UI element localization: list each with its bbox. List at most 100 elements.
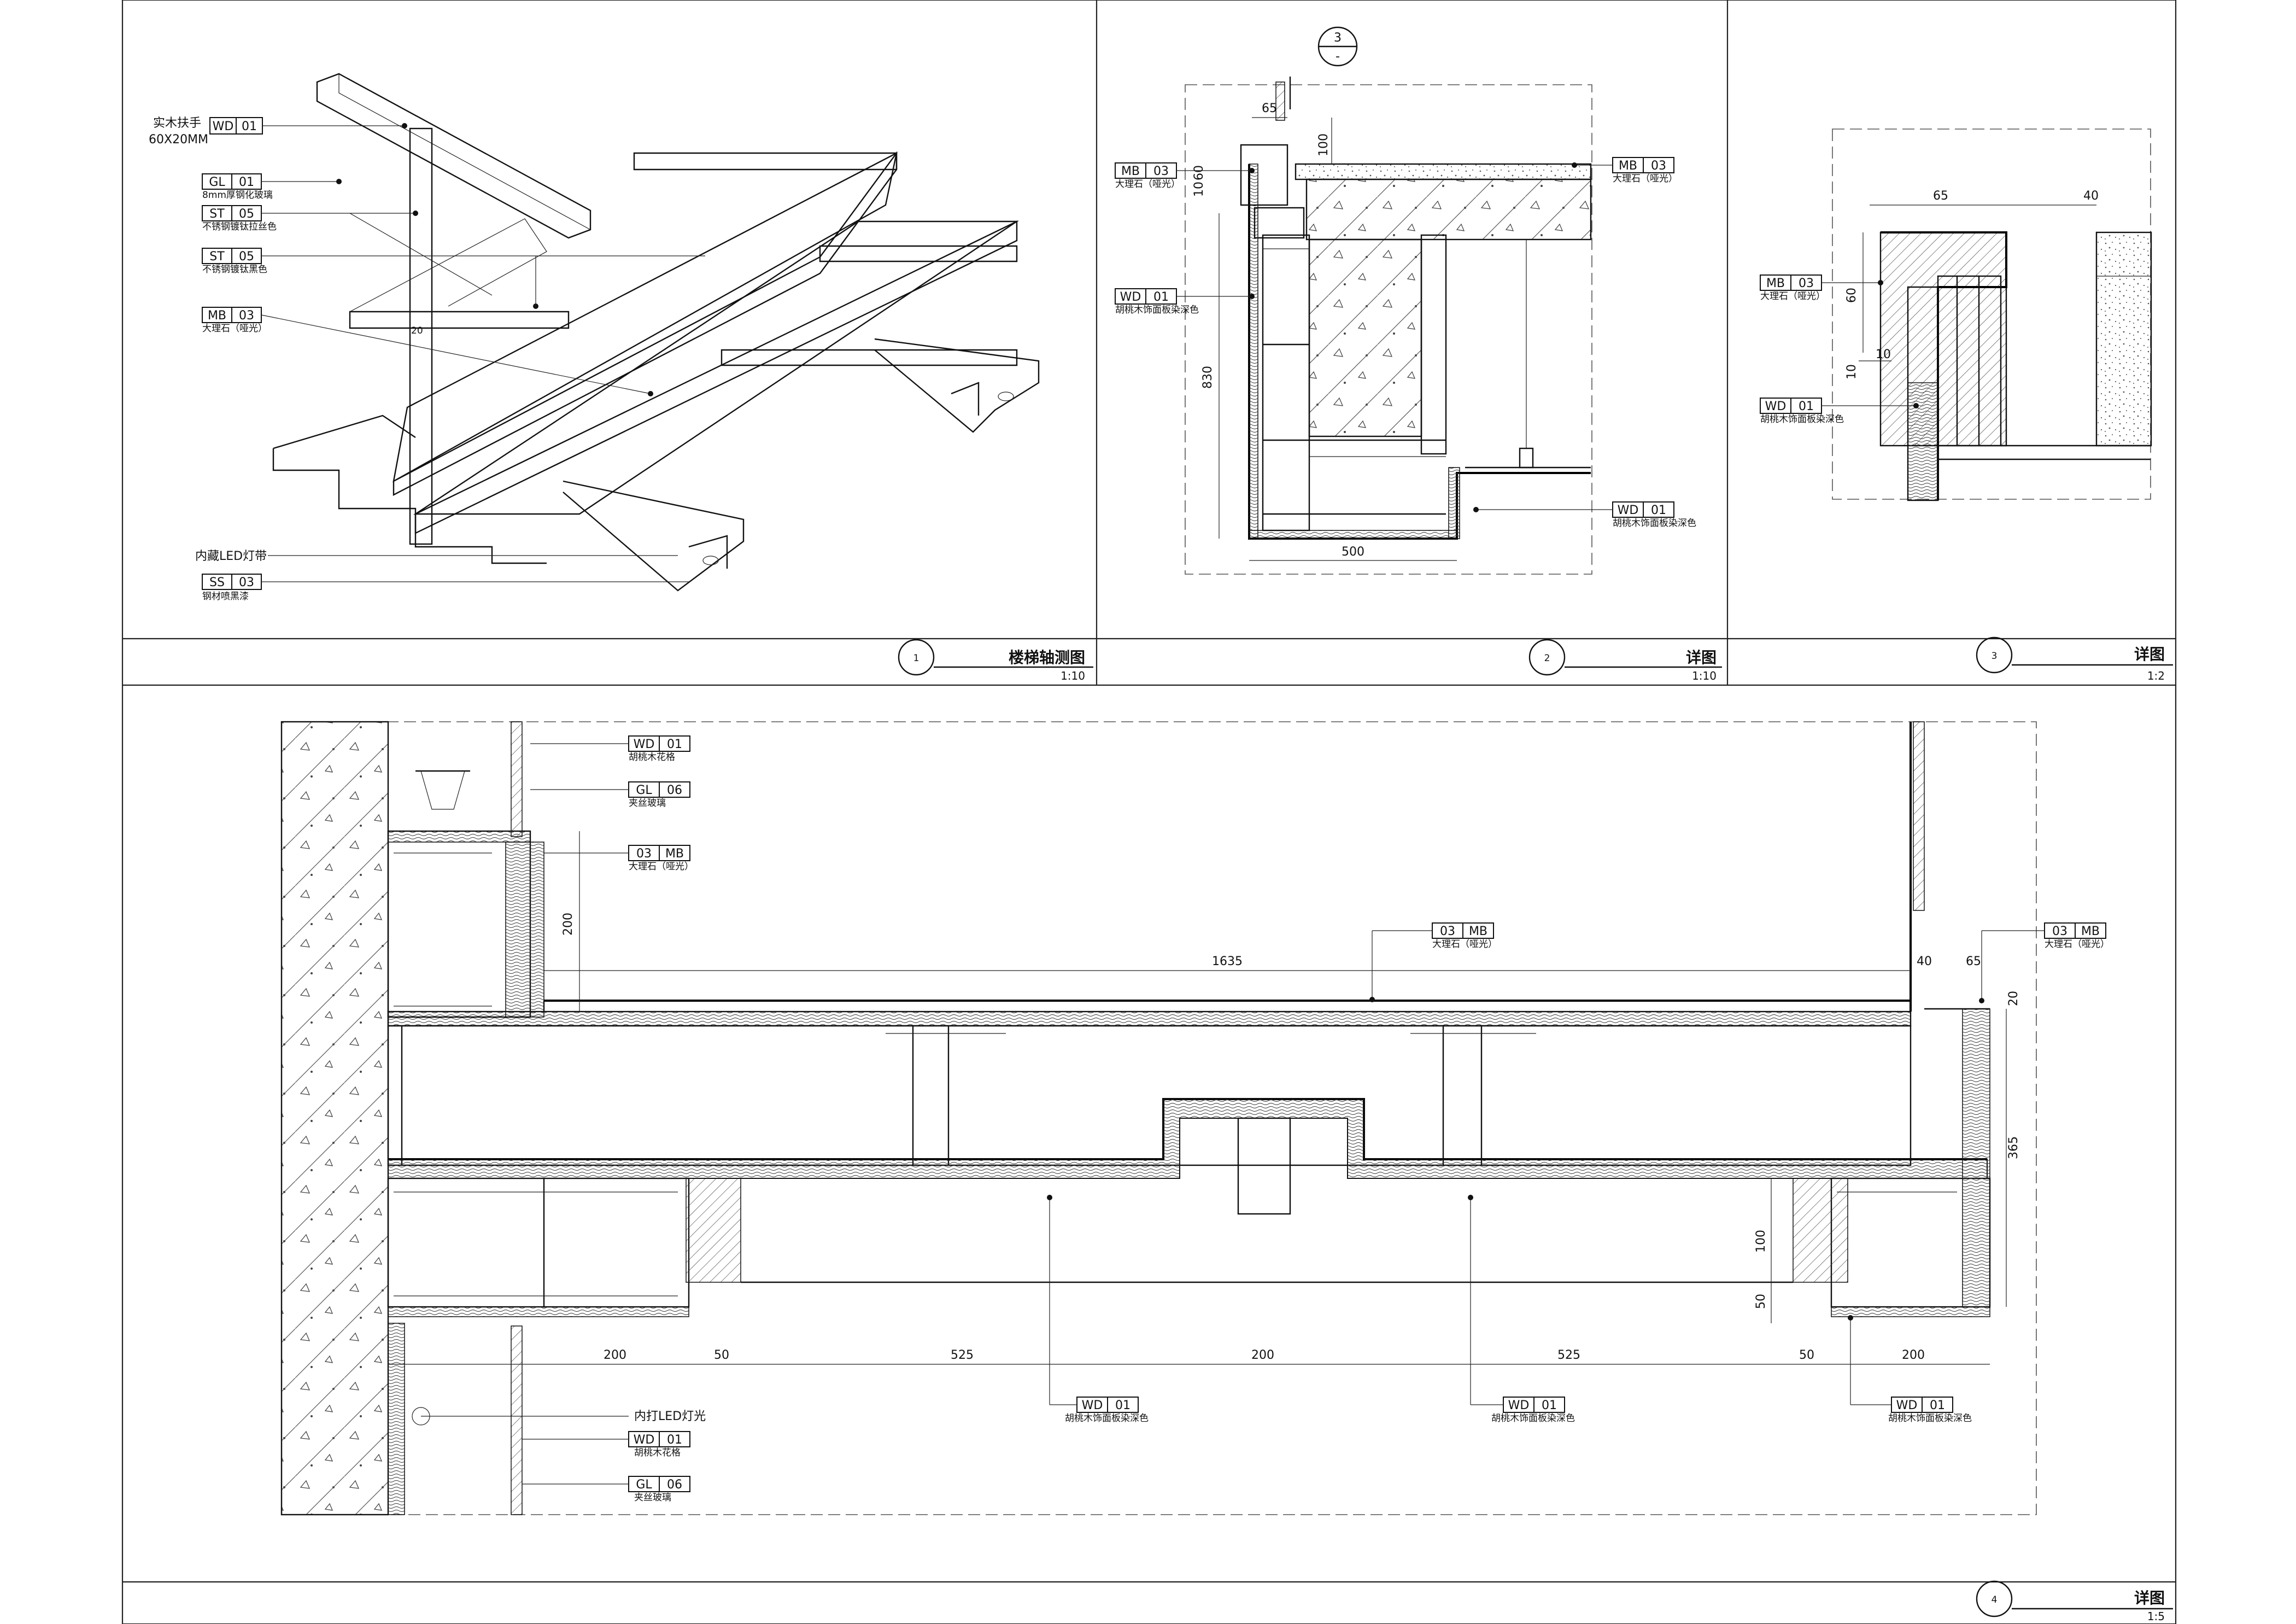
- svg-text:WD: WD: [1765, 400, 1787, 413]
- svg-text:01: 01: [1930, 1399, 1945, 1412]
- detail-4: 200 1635 40 65 20 365 100 50 200 50 525 …: [280, 721, 2110, 1516]
- svg-text:40: 40: [1917, 955, 1932, 968]
- dim-label: 200: [604, 1348, 626, 1362]
- svg-text:60: 60: [1845, 288, 1859, 303]
- svg-text:03: 03: [2052, 925, 2067, 938]
- svg-text:大理石（哑光）: 大理石（哑光）: [629, 861, 694, 872]
- svg-text:05: 05: [239, 207, 254, 221]
- svg-text:WD: WD: [634, 1433, 655, 1447]
- panel-number: 2: [1544, 653, 1550, 664]
- svg-text:WD: WD: [1618, 504, 1639, 517]
- title-block-1: 1 楼梯轴测图 1:10: [898, 639, 1093, 682]
- svg-text:1635: 1635: [1212, 955, 1243, 968]
- svg-text:WD: WD: [634, 738, 655, 751]
- svg-text:03: 03: [1799, 277, 1814, 290]
- svg-text:WD: WD: [1120, 290, 1141, 304]
- stair-axonometric: 20: [272, 73, 1040, 592]
- svg-text:03: 03: [1651, 159, 1666, 173]
- svg-text:500: 500: [1342, 545, 1364, 559]
- svg-text:01: 01: [1542, 1399, 1557, 1412]
- dim-label: 525: [1557, 1348, 1580, 1362]
- dim-label: 50: [1799, 1348, 1814, 1362]
- panel-scale: 1:5: [2147, 1610, 2165, 1623]
- svg-text:200: 200: [561, 913, 575, 936]
- panel-title: 详图: [2134, 1589, 2165, 1607]
- title-block-2: 2 详图 1:10: [1528, 639, 1722, 682]
- svg-text:SS: SS: [209, 576, 225, 589]
- dim-label: 50: [714, 1348, 729, 1362]
- p1-labels: 实木扶手 60X20MM WD 01 GL 01 8mm厚钢化玻璃 ST 05 …: [149, 116, 705, 602]
- svg-text:60: 60: [1192, 165, 1206, 180]
- svg-text:MB: MB: [2081, 925, 2100, 938]
- panel-scale: 1:10: [1061, 669, 1085, 682]
- svg-text:03: 03: [636, 847, 652, 861]
- svg-text:10: 10: [1845, 364, 1859, 379]
- svg-text:MB: MB: [665, 847, 684, 861]
- svg-text:胡桃木饰面板染深色: 胡桃木饰面板染深色: [1491, 1413, 1575, 1424]
- svg-text:03: 03: [1153, 165, 1169, 178]
- panel-title: 详图: [2134, 645, 2165, 663]
- svg-text:01: 01: [667, 738, 682, 751]
- panel-scale: 1:2: [2147, 669, 2165, 682]
- svg-text:夹丝玻璃: 夹丝玻璃: [629, 798, 666, 809]
- svg-text:ST: ST: [209, 250, 225, 264]
- svg-text:胡桃木饰面板染深色: 胡桃木饰面板染深色: [1760, 414, 1844, 425]
- detail-3: 65 40 60 10 10 MB 03 大理石（哑光） WD 01 胡桃木饰面…: [1760, 128, 2152, 501]
- panel-scale: 1:10: [1692, 669, 1717, 682]
- svg-text:GL: GL: [636, 1478, 652, 1492]
- svg-text:20: 20: [2007, 991, 2020, 1006]
- svg-text:大理石（哑光）: 大理石（哑光）: [1432, 939, 1497, 950]
- svg-text:10: 10: [1876, 348, 1891, 361]
- dim-label: 200: [1902, 1348, 1925, 1362]
- svg-text:01: 01: [667, 1433, 682, 1447]
- svg-text:不锈钢镀钛黑色: 不锈钢镀钛黑色: [202, 264, 267, 275]
- svg-text:胡桃木饰面板染深色: 胡桃木饰面板染深色: [1888, 1413, 1972, 1424]
- panel-title: 楼梯轴测图: [1009, 649, 1085, 667]
- svg-text:GL: GL: [209, 176, 225, 189]
- svg-text:10: 10: [1192, 182, 1206, 197]
- svg-text:01: 01: [1153, 290, 1169, 304]
- svg-text:-: -: [1336, 50, 1340, 63]
- panel-number: 1: [913, 653, 919, 664]
- handrail-name: 实木扶手: [153, 116, 201, 130]
- svg-text:胡桃木花格: 胡桃木花格: [629, 752, 675, 763]
- svg-text:胡桃木饰面板染深色: 胡桃木饰面板染深色: [1065, 1413, 1149, 1424]
- panel-title: 详图: [1686, 649, 1717, 667]
- svg-text:胡桃木饰面板染深色: 胡桃木饰面板染深色: [1115, 305, 1199, 316]
- svg-text:大理石（哑光）: 大理石（哑光）: [202, 323, 267, 334]
- svg-text:03: 03: [239, 309, 254, 323]
- svg-text:03: 03: [239, 576, 254, 589]
- detail-2: 3 - 65 100 10 60 830: [1115, 26, 1696, 575]
- svg-text:胡桃木花格: 胡桃木花格: [634, 1447, 681, 1458]
- svg-text:不锈钢镀钛拉丝色: 不锈钢镀钛拉丝色: [202, 221, 277, 232]
- svg-text:大理石（哑光）: 大理石（哑光）: [2045, 939, 2110, 950]
- dim-label: 200: [1251, 1348, 1274, 1362]
- dim-label: 525: [951, 1348, 974, 1362]
- svg-text:06: 06: [667, 1478, 682, 1492]
- led-label: 内打LED灯光: [634, 1410, 706, 1423]
- svg-text:830: 830: [1201, 366, 1215, 389]
- title-block-4: 4 详图 1:5: [1976, 1580, 2173, 1623]
- svg-text:夹丝玻璃: 夹丝玻璃: [634, 1492, 671, 1503]
- svg-text:50: 50: [1754, 1294, 1768, 1309]
- dim-20: 20: [411, 325, 423, 336]
- led-label: 内藏LED灯带: [195, 550, 267, 563]
- svg-text:01: 01: [239, 176, 254, 189]
- svg-text:大理石（哑光）: 大理石（哑光）: [1613, 173, 1678, 184]
- svg-text:65: 65: [1966, 955, 1981, 968]
- svg-text:MB: MB: [1469, 925, 1487, 938]
- svg-text:WD: WD: [1896, 1399, 1918, 1412]
- svg-text:01: 01: [242, 120, 257, 133]
- svg-text:钢材喷黑漆: 钢材喷黑漆: [202, 591, 249, 602]
- panel-number: 3: [1992, 651, 1998, 662]
- svg-text:100: 100: [1317, 133, 1331, 156]
- svg-text:05: 05: [239, 250, 254, 264]
- svg-text:65: 65: [1933, 189, 1948, 203]
- svg-text:WD: WD: [213, 120, 234, 133]
- svg-text:MB: MB: [1121, 165, 1140, 178]
- svg-text:65: 65: [1262, 102, 1277, 115]
- svg-text:01: 01: [1799, 400, 1814, 413]
- svg-text:8mm厚钢化玻璃: 8mm厚钢化玻璃: [202, 190, 273, 201]
- svg-text:大理石（哑光）: 大理石（哑光）: [1115, 179, 1180, 190]
